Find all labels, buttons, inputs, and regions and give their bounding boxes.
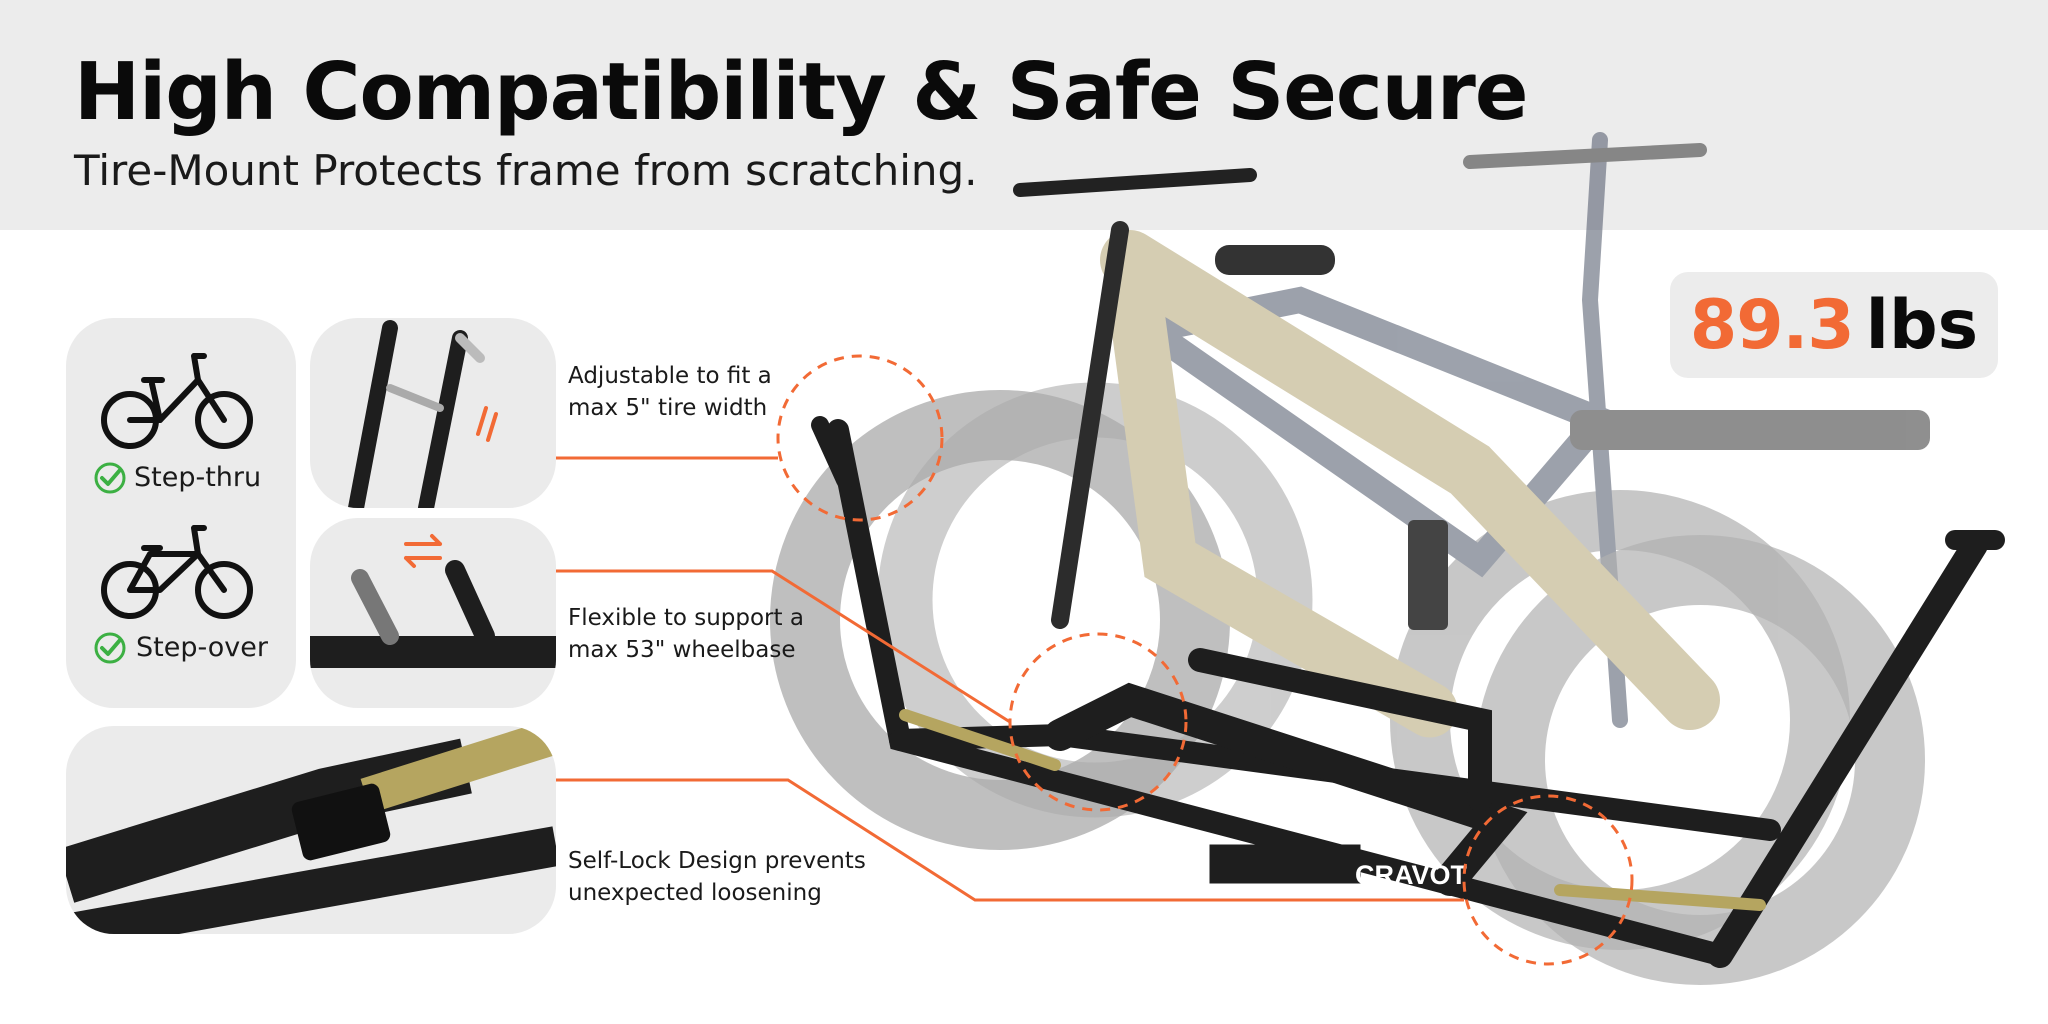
bike-compatibility-card <box>66 318 296 708</box>
check-icon-step-over <box>94 632 126 664</box>
highlight-circle-lock <box>1462 794 1634 966</box>
detail-card-wheelbase <box>310 518 556 708</box>
highlight-circle-wheelbase <box>1008 632 1188 812</box>
leader-line-3 <box>556 778 1464 902</box>
tire-holder-arms-image <box>348 320 498 508</box>
step-thru-bike-icon <box>101 353 253 449</box>
check-icon-step-thru <box>94 462 126 494</box>
step-over-bike-icon <box>101 525 253 619</box>
ratchet-strap-image <box>66 726 556 934</box>
page-subtitle: Tire-Mount Protects frame from scratchin… <box>74 146 978 195</box>
callout-tire-width-line1: Adjustable to fit a <box>568 363 772 389</box>
callout-tire-width: Adjustable to fit a max 5" tire width <box>568 360 772 424</box>
bike-type-label-step-thru: Step-thru <box>134 462 262 493</box>
highlight-circle-tire <box>776 354 944 522</box>
leader-line-2 <box>556 569 1011 724</box>
callout-wheelbase: Flexible to support a max 53" wheelbase <box>568 602 804 666</box>
callout-self-lock: Self-Lock Design prevents unexpected loo… <box>568 845 866 909</box>
wheel-tray-image <box>310 534 556 668</box>
detail-card-tire-width <box>310 318 556 508</box>
detail-card-self-lock <box>66 726 556 934</box>
page-title: High Compatibility & Safe Secure <box>74 46 1528 138</box>
hitch-rack <box>811 416 2005 968</box>
callout-self-lock-line2: unexpected loosening <box>568 880 822 906</box>
callout-tire-width-line2: max 5" tire width <box>568 395 768 421</box>
callout-self-lock-line1: Self-Lock Design prevents <box>568 848 866 874</box>
brand-logo: CRAVOT <box>1355 860 1468 890</box>
weight-value: 89.3 <box>1689 285 1855 365</box>
weight-badge: 89.3 lbs <box>1670 272 1998 378</box>
callout-wheelbase-line2: max 53" wheelbase <box>568 637 796 663</box>
weight-unit: lbs <box>1865 285 1979 365</box>
callout-wheelbase-line1: Flexible to support a <box>568 605 804 631</box>
bike-type-label-step-over: Step-over <box>136 632 268 663</box>
